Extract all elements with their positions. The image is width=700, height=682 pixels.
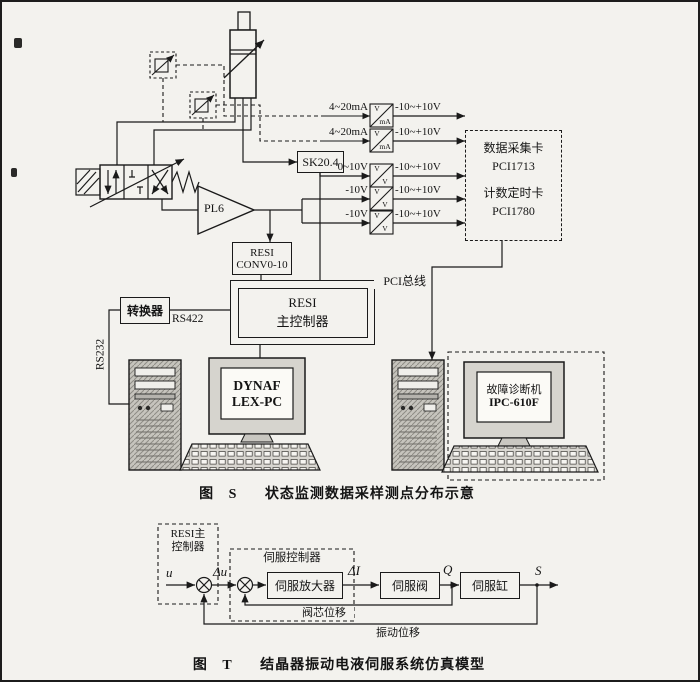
monitor-left-screen-text: DYNAF LEX-PC [231,378,283,409]
figure-t-caption-number: T [222,658,232,673]
rs232-label: RS232 [94,338,107,371]
servo-valve-box: 伺服阀 [380,572,440,599]
converter-box: 转换器 [120,297,170,324]
signal-right-label: -10~+10V [395,101,441,113]
servo-amplifier-box: 伺服放大器 [267,572,343,599]
hydraulic-pipes [116,98,297,166]
signal-left-label: 4~20mA [329,126,368,138]
figure-t-lines [157,523,558,625]
servo-controller-label: 伺服控制器 [263,552,321,564]
monitor-right-screen-text: 故障诊断机 IPC-610F [486,383,542,410]
diagnosis-unit-dashed-box [447,351,605,481]
signal-di-label: ΔI [348,563,360,578]
converter-top-unit: V [374,129,380,138]
signal-du-label: Δu [213,564,228,579]
sk204-box: SK20.4 [297,151,344,173]
computer-tower-right [391,359,445,471]
resi-main-controller-box: RESI 主控制器 [230,280,375,345]
scan-speck [14,38,22,48]
signal-right-label: -10~+10V [395,161,441,173]
converter-top-unit: V [374,164,380,173]
converter-bottom-unit: V [382,200,388,209]
converter-bottom-unit: V [382,177,388,186]
signal-left-label: 0~10V [337,161,368,173]
converter-top-unit: V [374,187,380,196]
hydraulic-cylinder [223,11,265,99]
sensor-signal-lines [162,64,370,145]
pl6-label: PL6 [204,201,225,215]
signal-right-label: -10~+10V [395,184,441,196]
keyboard-right [441,445,599,473]
figure-s-caption-fig: 图 [199,487,215,502]
signal-right-label: -10~+10V [395,126,441,138]
figure-t-caption-fig: 图 [192,658,208,673]
converter-bottom-unit: mA [379,142,391,151]
signal-left-label: -10V [345,184,368,196]
signal-s-label: S [535,563,542,578]
converter-bottom-unit: V [382,224,388,233]
resi-conv-box: RESI CONV0-10 [232,242,292,275]
figure-t-caption-text: 结晶器振动电液伺服系统仿真模型 [260,658,486,673]
converter-top-unit: V [374,104,380,113]
figure-s-caption-number: S [228,487,237,502]
pressure-sensor-2 [189,91,217,119]
figure-s-caption-text: 状态监测数据采样测点分布示意 [264,487,475,502]
pl6-amplifier [197,184,370,242]
signal-u-label: u [166,565,173,580]
signal-q-label: Q [443,562,453,577]
pressure-sensor-1 [149,51,177,79]
scan-speck [11,168,17,177]
figure-s-caption: 图 S 状态监测数据采样测点分布示意 [87,483,587,503]
figure-t-caption: 图 T 结晶器振动电液伺服系统仿真模型 [89,654,589,674]
computer-tower-left [128,359,182,471]
controller-wiring [108,172,503,405]
daq-card-dashed-box: 数据采集卡 PCI1713 计数定时卡 PCI1780 [465,130,562,241]
monitor-right [463,361,565,447]
signal-left-label: -10V [345,208,368,220]
spool-feedback-label: 阀芯位移 [294,607,354,620]
converter-top-unit: V [374,211,380,220]
resi-main-controller-inner: RESI 主控制器 [237,287,368,338]
resi-controller-label: RESI主 控制器 [170,528,206,553]
signal-converter-symbols [369,103,394,235]
keyboard-left [179,443,321,471]
signal-right-label: -10~+10V [395,208,441,220]
monitor-left [208,357,306,443]
signal-left-label: 4~20mA [329,101,368,113]
servo-valve-symbol [75,158,200,211]
servo-cylinder-box: 伺服缸 [460,572,520,599]
pci-bus-label: PCI总线 [374,274,426,289]
rs422-label: RS422 [172,313,204,325]
converter-bottom-unit: mA [379,117,391,126]
vibration-feedback-label: 振动位移 [368,627,428,640]
